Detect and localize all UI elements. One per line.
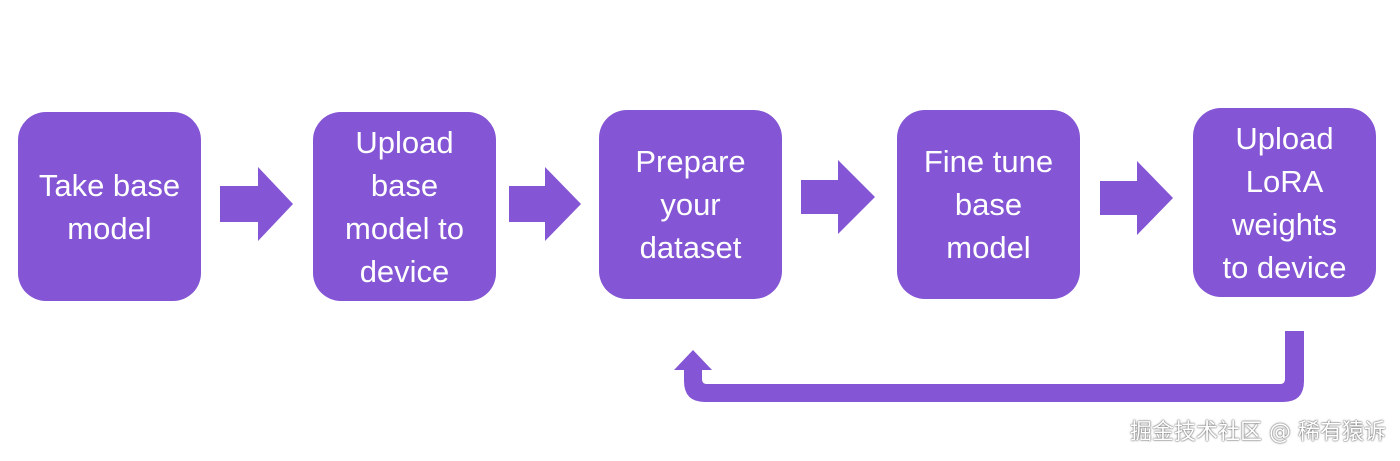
arrow-right-icon [509, 167, 581, 241]
step-prepare-dataset: Prepare your dataset [599, 110, 782, 299]
step-upload-lora-weights: Upload LoRA weights to device [1193, 108, 1376, 297]
loop-back-arrow-icon [674, 331, 1304, 402]
step-upload-base-model: Upload base model to device [313, 112, 496, 301]
step-fine-tune: Fine tune base model [897, 110, 1080, 299]
arrow-right-icon [1100, 161, 1173, 235]
watermark: 掘金技术社区 @ 稀有猿诉 [1130, 420, 1386, 445]
step-take-base-model: Take base model [18, 112, 201, 301]
arrow-right-icon [801, 160, 875, 234]
arrow-right-icon [220, 167, 293, 241]
